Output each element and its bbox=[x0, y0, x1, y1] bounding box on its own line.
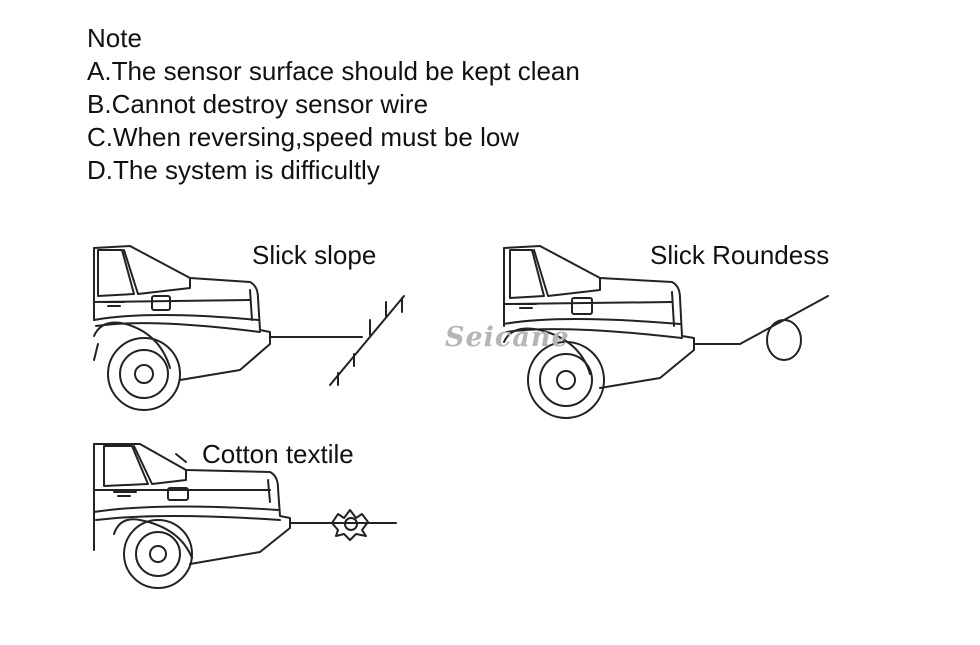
cotton-textile-icon bbox=[331, 509, 369, 541]
slope-icon bbox=[329, 295, 405, 386]
note-item-d: D.The system is difficultly bbox=[87, 155, 380, 185]
car-rear-icon bbox=[503, 245, 695, 419]
note-item-c: C.When reversing,speed must be low bbox=[87, 122, 520, 152]
note-item-a: A.The sensor surface should be kept clea… bbox=[87, 56, 580, 86]
roundness-label: Slick Roundess bbox=[650, 240, 830, 270]
car-slope-illustration bbox=[93, 245, 405, 411]
note-item-b: B.Cannot destroy sensor wire bbox=[87, 89, 429, 119]
car-textile-illustration bbox=[93, 443, 397, 589]
sensor-wire-icon bbox=[693, 295, 829, 345]
note-heading: Note bbox=[87, 23, 142, 53]
note-block: Note A.The sensor surface should be kept… bbox=[87, 22, 580, 187]
car-rear-icon bbox=[93, 245, 271, 411]
round-object-icon bbox=[766, 319, 802, 361]
slope-label: Slick slope bbox=[252, 240, 377, 270]
car-rear-icon bbox=[93, 443, 291, 589]
car-roundness-illustration bbox=[503, 245, 829, 419]
textile-label: Cotton textile bbox=[202, 439, 354, 469]
watermark-logo: Seicane bbox=[445, 322, 570, 353]
